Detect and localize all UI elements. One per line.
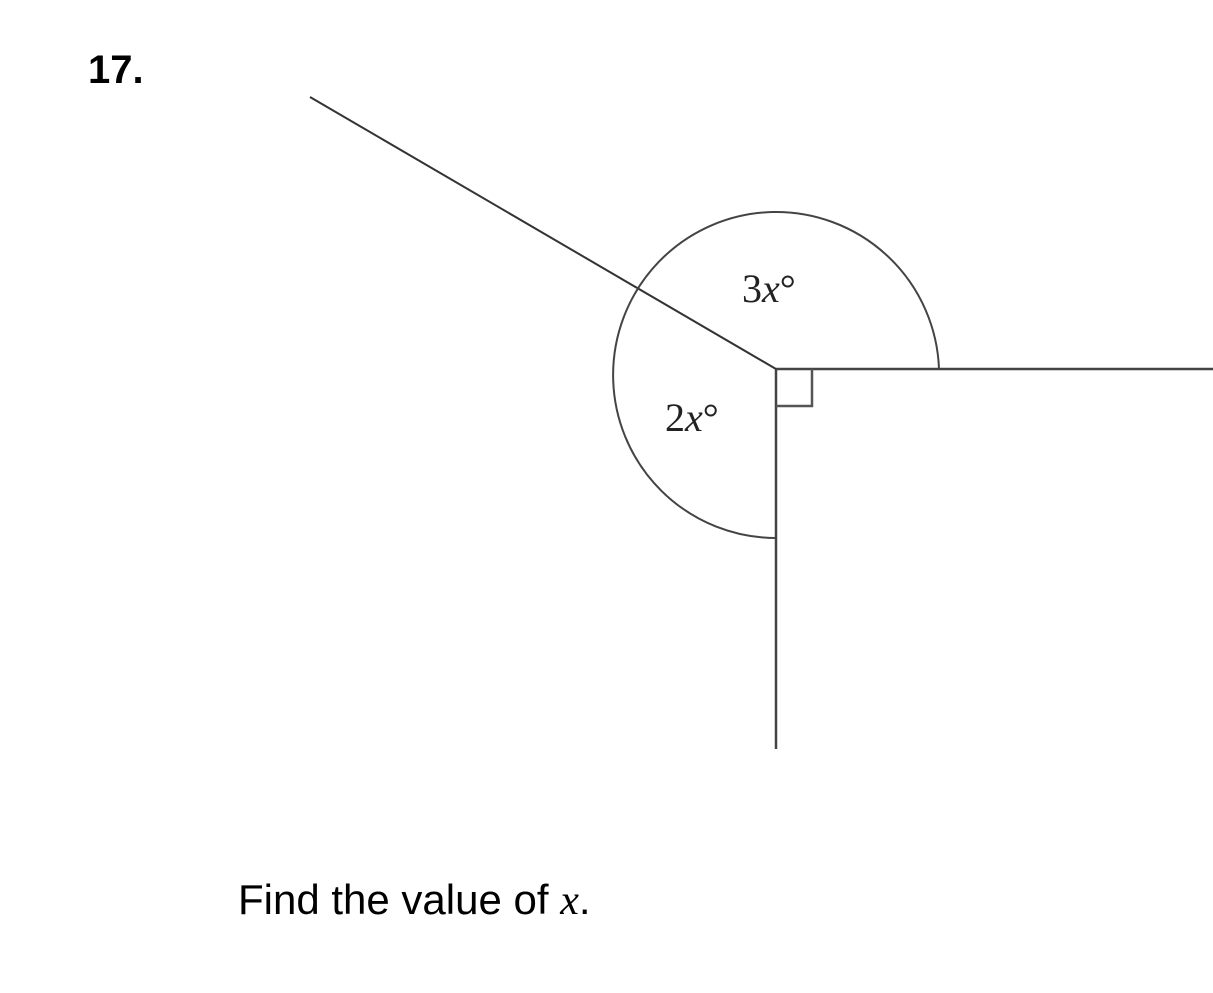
prompt-period: . (578, 876, 591, 923)
angle-lower-label: 2x° (665, 395, 719, 440)
right-angle-marker (776, 369, 814, 408)
angle-upper-label: 3x° (742, 266, 796, 311)
oblique-ray (309, 96, 777, 370)
angle-arc (612, 211, 940, 539)
prompt-variable: x (560, 878, 579, 924)
prompt-text: Find the value of (238, 876, 561, 923)
question-number: 17. (88, 48, 144, 92)
question-prompt: Find the value of x. (238, 875, 591, 926)
